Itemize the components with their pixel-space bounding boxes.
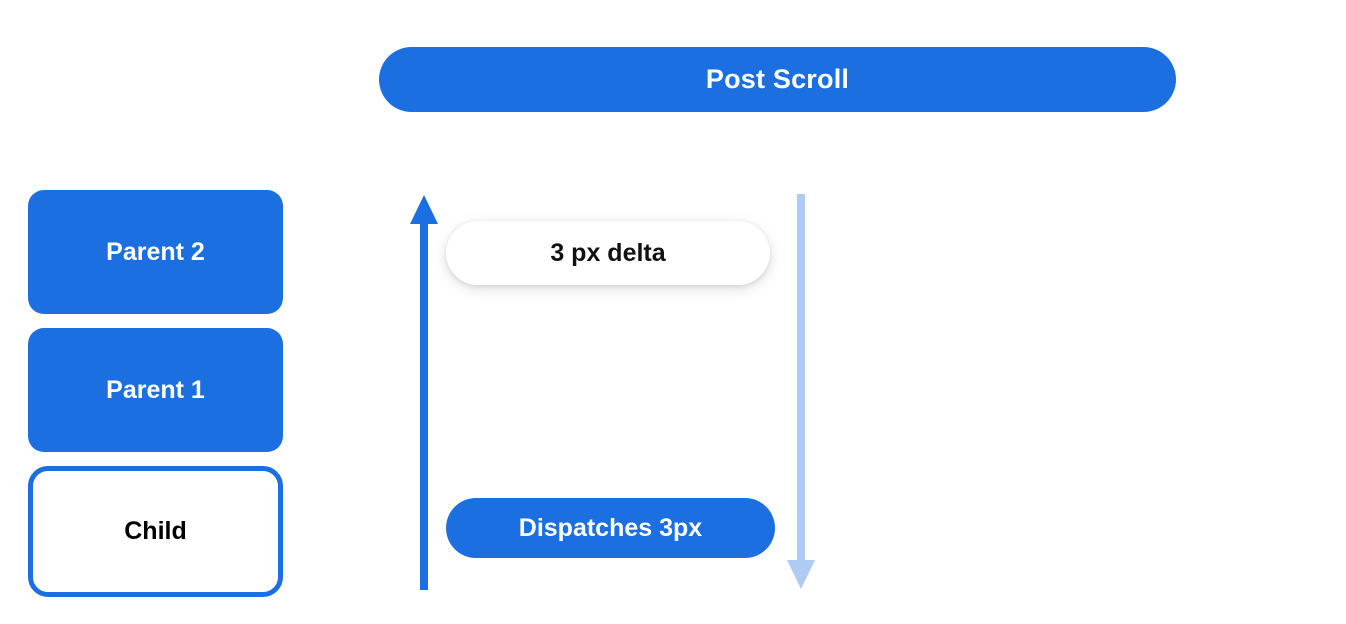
node-box-parent-2-label: Parent 2	[106, 237, 205, 266]
node-box-child[interactable]: Child	[28, 466, 283, 597]
downward-arrow-icon	[785, 194, 817, 595]
node-stack: Parent 2 Parent 1 Child	[28, 190, 283, 597]
dispatch-annotation-label: Dispatches 3px	[518, 513, 703, 542]
dispatch-annotation-pill[interactable]: Dispatches 3px	[446, 498, 775, 558]
node-box-parent-2[interactable]: Parent 2	[28, 190, 283, 314]
upward-arrow-icon	[408, 194, 440, 595]
post-scroll-header-label: Post Scroll	[705, 64, 850, 94]
delta-annotation-label: 3 px delta	[550, 238, 666, 267]
delta-annotation-pill[interactable]: 3 px delta	[446, 221, 770, 285]
node-box-parent-1[interactable]: Parent 1	[28, 328, 283, 452]
post-scroll-header-pill[interactable]: Post Scroll	[379, 47, 1176, 112]
node-box-parent-1-label: Parent 1	[106, 375, 205, 404]
node-box-child-label: Child	[124, 517, 187, 545]
